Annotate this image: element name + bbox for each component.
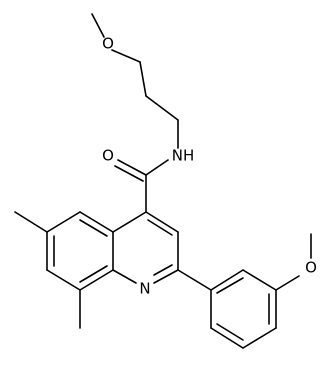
bond-aryl-1-2 [210,269,244,291]
bond-c8-c8a [79,269,114,291]
bond-c2-aryl [177,269,212,291]
bond-o-ch2-top [111,49,141,63]
bond-c4a-c4 [112,211,147,233]
bond-carbonyl-o-b [114,165,144,182]
bond-c2-n1-inner [153,264,173,276]
bond-c4-c3-inner [147,219,173,236]
bond-aryl-5-6-inner [216,323,244,341]
bond-aryl-5-6 [210,327,244,349]
bond-carbonyl-o-a [117,159,147,176]
bond-c2-n1 [153,269,179,284]
bond-c7-c8 [46,269,81,291]
amide-nitrogen-label: NH [172,147,195,165]
bond-ch2-ch2-a [139,61,147,97]
methoxyphenyl-ring [177,233,312,349]
bond-aryl-o [275,275,300,291]
benzo-ring [14,211,114,329]
bond-n1-c8a [112,269,137,284]
bond-aryl-4-5 [242,327,277,349]
methoxypropyl-chain [91,13,179,149]
ring-nitrogen-label: N [139,280,150,298]
bond-nh-carbonyl [145,159,169,176]
pyridine-ring [112,211,179,284]
bond-c4a-c5-inner [79,219,108,237]
bond-ch3-o-top [91,13,105,38]
bond-c8-c8a-inner [79,265,108,283]
amide-oxygen-label: O [102,147,114,165]
bond-c4a-c5 [79,211,114,233]
bond-aryl-2-3 [242,269,277,291]
bond-c4-c3 [145,211,179,233]
bond-c6-methyl [14,211,48,233]
amide-group [114,159,169,213]
aryl-methoxy-oxygen-label: O [305,259,317,277]
bond-ch2-ch2-b [145,95,179,121]
bond-aryl-1-2-inner [216,277,244,294]
bond-c5-c6 [46,211,81,233]
methoxy-oxygen-label: O [102,35,114,53]
